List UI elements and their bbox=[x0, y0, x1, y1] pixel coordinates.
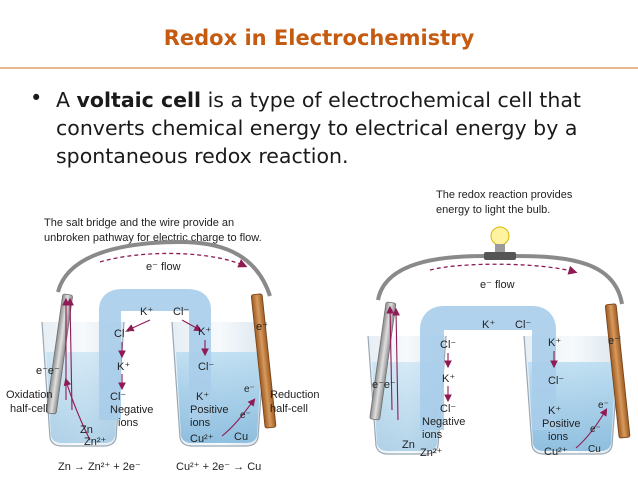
bullet-text: A voltaic cell is a type of electrochemi… bbox=[56, 86, 626, 170]
left-electron-arrow-2 bbox=[66, 297, 74, 411]
left-salt-bridge bbox=[99, 289, 211, 420]
left-ee-label: e⁻e⁻ bbox=[36, 365, 60, 377]
left-bridge-arrow-b bbox=[181, 319, 202, 332]
slide-title: Redox in Electrochemistry bbox=[163, 26, 475, 50]
right-neg-line2: ions bbox=[422, 429, 443, 441]
left-bridge-cl: Cl⁻ bbox=[173, 306, 189, 318]
right-left-k: K⁺ bbox=[442, 373, 455, 385]
left-e-low: e⁻ bbox=[240, 410, 251, 421]
right-wire-left bbox=[376, 254, 485, 301]
right-eflow-arrow bbox=[429, 263, 578, 275]
right-left-cl: Cl⁻ bbox=[440, 339, 456, 351]
right-zinc-electrode bbox=[369, 301, 397, 421]
left-pos-line1: Positive bbox=[190, 404, 229, 416]
left-zn-label: Zn bbox=[80, 424, 93, 436]
right-wire-right bbox=[515, 254, 624, 305]
left-bridge-arrow-a bbox=[125, 319, 151, 332]
left-zn2-label: Zn²⁺ bbox=[84, 436, 107, 448]
right-zn-label: Zn bbox=[402, 439, 415, 451]
left-k-label: K⁺ bbox=[117, 361, 130, 373]
right-right-cl: Cl⁻ bbox=[548, 375, 564, 387]
left-cu-arrow bbox=[221, 398, 256, 437]
right-caption-line1: The redox reaction provides bbox=[436, 189, 573, 201]
left-neg-cl: Cl⁻ bbox=[110, 391, 126, 403]
left-equation-oxidation: Zn → Zn²⁺ + 2e⁻ bbox=[58, 461, 141, 473]
left-cu-solution bbox=[176, 352, 262, 443]
right-cu2-label: Cu²⁺ bbox=[544, 446, 568, 458]
left-cu-label: Cu bbox=[234, 431, 248, 443]
bullet-dot: • bbox=[30, 86, 43, 110]
left-bridge-k: K⁺ bbox=[140, 306, 153, 318]
left-caption-line2: unbroken pathway for electric charge to … bbox=[44, 232, 262, 244]
left-neg-line2: ions bbox=[118, 417, 139, 429]
left-e-top: e⁻ bbox=[256, 321, 268, 333]
right-pos-line1: Positive bbox=[542, 418, 581, 430]
right-neg-cl: Cl⁻ bbox=[440, 403, 456, 415]
right-salt-bridge bbox=[420, 306, 556, 430]
left-wire bbox=[56, 239, 272, 297]
left-cu2-label: Cu²⁺ bbox=[190, 433, 214, 445]
reduction-label-line1: Reduction bbox=[270, 389, 320, 401]
left-pos-line2: ions bbox=[190, 417, 211, 429]
right-electron-arrow-2 bbox=[392, 307, 400, 421]
left-eflow-label: e⁻ flow bbox=[146, 261, 181, 273]
oxidation-label-line1: Oxidation bbox=[6, 389, 52, 401]
left-cell-figure: The salt bridge and the wire provide an … bbox=[6, 217, 320, 473]
left-e-mid: e⁻ bbox=[244, 384, 255, 395]
left-eflow-arrow bbox=[99, 252, 248, 268]
right-e-top: e⁻ bbox=[608, 335, 620, 347]
right-neg-line1: Negative bbox=[422, 416, 465, 428]
left-pos-k: K⁺ bbox=[196, 391, 209, 403]
right-e-low: e⁻ bbox=[590, 424, 601, 435]
right-cell-figure: The redox reaction provides energy to li… bbox=[367, 189, 631, 459]
right-eflow-label: e⁻ flow bbox=[480, 279, 515, 291]
right-copper-electrode bbox=[604, 303, 631, 439]
left-equation-reduction: Cu²⁺ + 2e⁻ → Cu bbox=[176, 461, 261, 473]
left-electron-arrow-3 bbox=[63, 377, 91, 441]
right-bridge-cl: Cl⁻ bbox=[515, 319, 531, 331]
left-cl-label: Cl⁻ bbox=[114, 328, 130, 340]
oxidation-label-line2: half-cell bbox=[10, 403, 48, 415]
title-divider bbox=[0, 67, 638, 69]
right-electron-arrow-1 bbox=[386, 305, 394, 411]
right-pos-k: K⁺ bbox=[548, 405, 561, 417]
right-zn2-label: Zn²⁺ bbox=[420, 447, 443, 459]
bulb-socket bbox=[484, 252, 516, 260]
right-right-k: K⁺ bbox=[548, 337, 561, 349]
bullet-term: voltaic cell bbox=[76, 88, 202, 112]
right-pos-line2: ions bbox=[548, 431, 569, 443]
reduction-label-line2: half-cell bbox=[270, 403, 308, 415]
left-neg-line1: Negative bbox=[110, 404, 153, 416]
bullet-suffix: is a type of electrochemical cell that c… bbox=[56, 88, 581, 168]
right-cl-label: Cl⁻ bbox=[198, 361, 214, 373]
bulb-base bbox=[495, 244, 505, 252]
right-bridge-k: K⁺ bbox=[482, 319, 495, 331]
right-k-label: K⁺ bbox=[198, 326, 211, 338]
right-e-mid: e⁻ bbox=[598, 400, 609, 411]
left-copper-electrode bbox=[250, 293, 277, 429]
light-bulb-icon bbox=[490, 226, 510, 246]
right-cu-label: Cu bbox=[588, 444, 601, 455]
left-caption-line1: The salt bridge and the wire provide an bbox=[44, 217, 234, 229]
bullet-prefix: A bbox=[56, 88, 77, 112]
right-cu-arrow bbox=[575, 408, 608, 449]
right-caption-line2: energy to light the bulb. bbox=[436, 204, 550, 216]
right-ee-label: e⁻e⁻ bbox=[372, 379, 396, 391]
